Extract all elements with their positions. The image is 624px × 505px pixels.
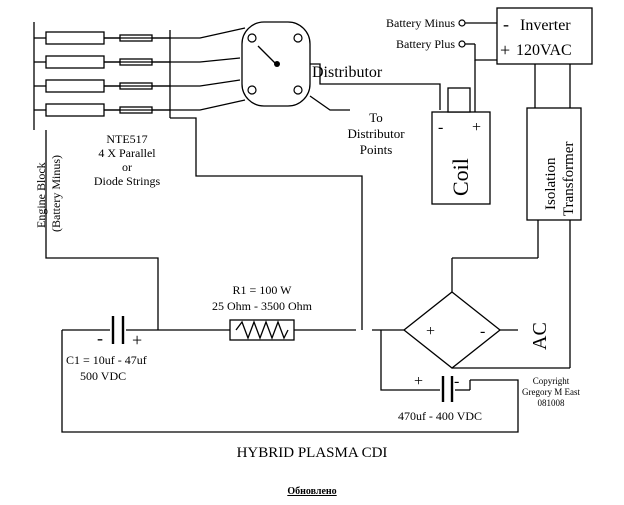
plug-3 <box>45 79 105 93</box>
inverter-plus: + <box>500 40 510 60</box>
inverter-minus: - <box>503 14 509 34</box>
points-label: Points <box>360 142 393 157</box>
bridge-ac-label: AC <box>529 322 551 350</box>
c1-plus-label: + <box>132 330 142 350</box>
bridge-minus-label: - <box>480 323 485 340</box>
engine-block-ground-wire <box>45 130 159 330</box>
output-loop <box>61 316 519 433</box>
battery-connections <box>458 19 497 118</box>
battery-plus-terminal <box>458 40 466 48</box>
bridge-rectifier <box>380 257 570 391</box>
copyright-date: 081008 <box>538 398 566 408</box>
battery-plus-label: Battery Plus <box>396 37 455 51</box>
inverter-voltage: 120VAC <box>516 42 572 59</box>
distributor-points-wire <box>309 95 350 111</box>
plug-wires <box>104 27 246 111</box>
distributor-to-coil-wire <box>310 63 441 110</box>
plug-1 <box>45 31 105 45</box>
inverter-label: Inverter <box>520 17 571 34</box>
c1-minus-label: - <box>97 328 103 348</box>
c1-value-label: C1 = 10uf - 47uf <box>66 353 147 367</box>
resistor-rating: R1 = 100 W <box>233 283 293 297</box>
inverter-box <box>496 7 593 65</box>
points-to-label: To <box>369 110 383 125</box>
engine-block-label: Engine Block <box>34 162 48 228</box>
copyright-label: Copyright <box>533 376 570 386</box>
diode-part-label: NTE517 <box>106 132 147 146</box>
plug-4 <box>45 103 105 117</box>
points-distributor-label: Distributor <box>347 126 405 141</box>
output-capacitor <box>441 376 471 402</box>
c1-voltage-label: 500 VDC <box>80 369 126 383</box>
isolation-transformer-box <box>526 107 582 221</box>
bridge-plus-label: + <box>426 323 435 340</box>
rotor <box>257 45 277 65</box>
output-cap-plus: + <box>414 373 423 390</box>
plug-2 <box>45 55 105 69</box>
output-cap-label: 470uf - 400 VDC <box>398 409 482 423</box>
transformer-label: Isolation <box>543 157 559 210</box>
diode-count-label: 4 X Parallel <box>98 146 156 160</box>
distributor-label: Distributor <box>312 64 383 81</box>
coil-plus: + <box>472 119 481 136</box>
coil-terminal-tower <box>447 87 471 113</box>
battery-minus-terminal <box>458 19 466 27</box>
distributor <box>241 21 311 107</box>
resistor-range: 25 Ohm - 3500 Ohm <box>212 299 313 313</box>
output-cap-minus: - <box>454 373 459 390</box>
diode-strings-label: Diode Strings <box>94 174 161 188</box>
coil-minus: - <box>438 119 443 136</box>
updated-link[interactable]: Обновлено <box>287 486 337 497</box>
battery-minus-label: Battery Minus <box>386 16 455 30</box>
diode-bus-wire <box>170 117 363 330</box>
engine-block-sublabel: (Battery Minus) <box>49 155 63 232</box>
transformer-sublabel: Transformer <box>561 142 577 216</box>
coil-label: Coil <box>448 158 473 196</box>
diode-or-label: or <box>122 160 132 174</box>
diagram-title: HYBRID PLASMA CDI <box>237 445 388 461</box>
coil-box <box>431 111 491 205</box>
copyright-author: Gregory M East <box>522 387 580 397</box>
